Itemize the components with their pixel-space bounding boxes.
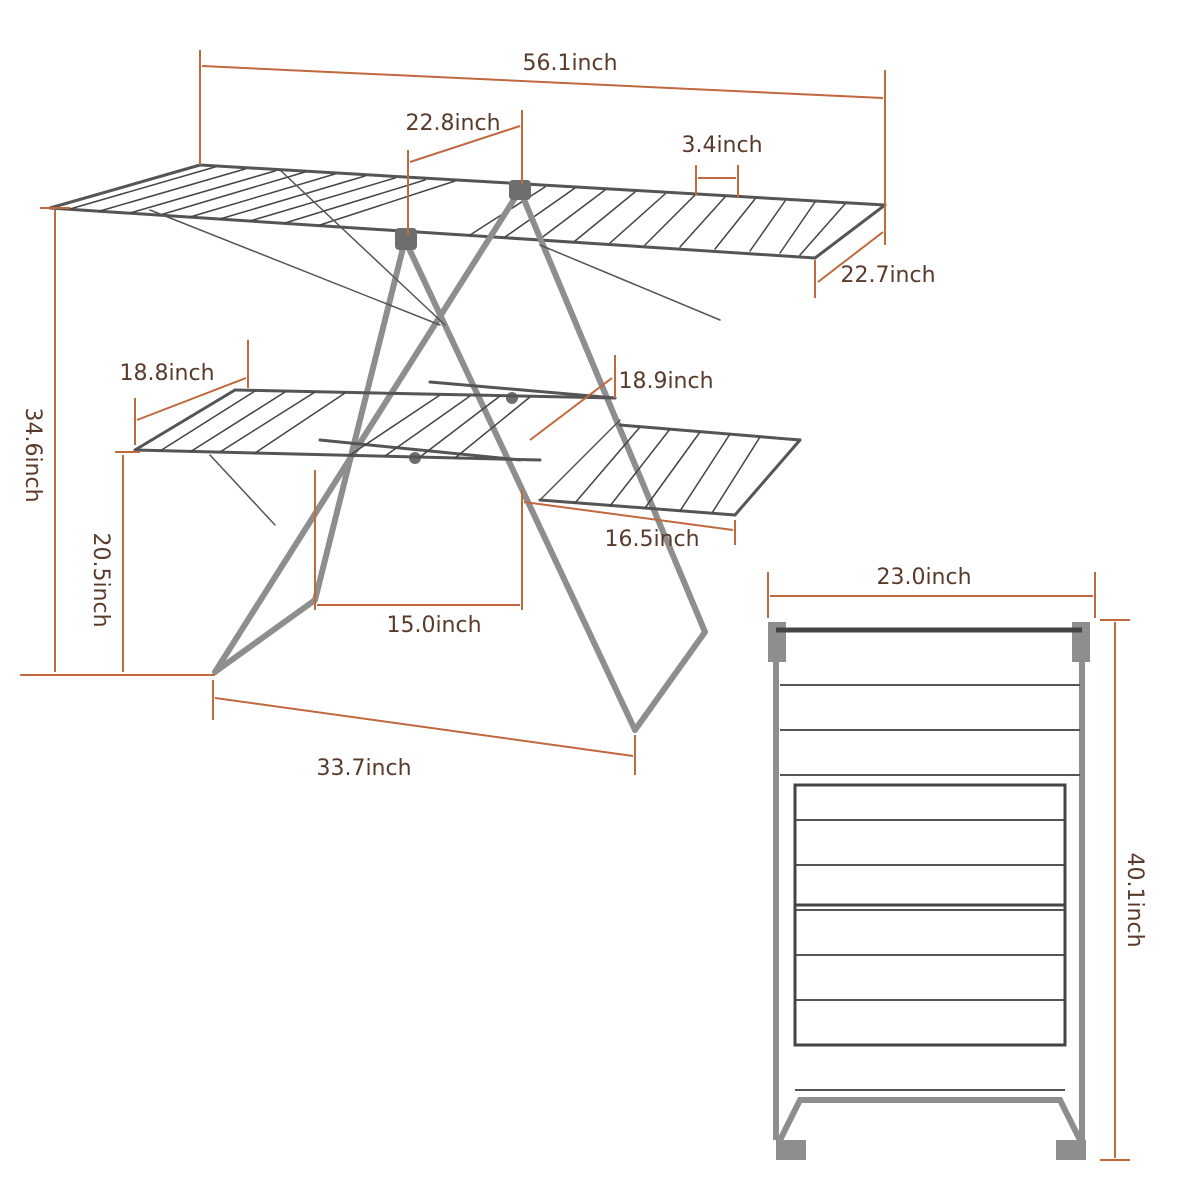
- label-base-length: 33.7inch: [316, 756, 411, 781]
- label-lower-wing-right-depth: 18.9inch: [618, 369, 713, 394]
- folded-rods: [780, 684, 1080, 1091]
- dimension-labels: 56.1inch 22.8inch 3.4inch 22.7inch 18.8i…: [20, 51, 1147, 948]
- label-center-section: 22.8inch: [405, 111, 500, 136]
- label-lower-wing-left: 18.8inch: [119, 361, 214, 386]
- label-total-height: 34.6inch: [20, 407, 45, 502]
- label-lower-wing-right: 16.5inch: [604, 527, 699, 552]
- label-top-width: 22.7inch: [840, 263, 935, 288]
- unfolded-rack: [48, 163, 887, 733]
- label-lower-shelf-height: 20.5inch: [88, 532, 113, 627]
- dimension-lines: [20, 50, 1130, 1161]
- label-leg-inner-span: 15.0inch: [386, 613, 481, 638]
- label-rod-spacing: 3.4inch: [681, 133, 762, 158]
- support-wires: [149, 169, 721, 526]
- label-folded-width: 23.0inch: [876, 565, 971, 590]
- top-shelf: [48, 163, 887, 260]
- folded-rack: [768, 622, 1090, 1160]
- lower-shelf: [133, 380, 802, 517]
- x-frame-legs: [212, 187, 708, 733]
- lower-shelf-rods: [159, 390, 761, 514]
- label-folded-height: 40.1inch: [1122, 852, 1147, 947]
- label-total-length: 56.1inch: [522, 51, 617, 76]
- hinges: [395, 180, 531, 464]
